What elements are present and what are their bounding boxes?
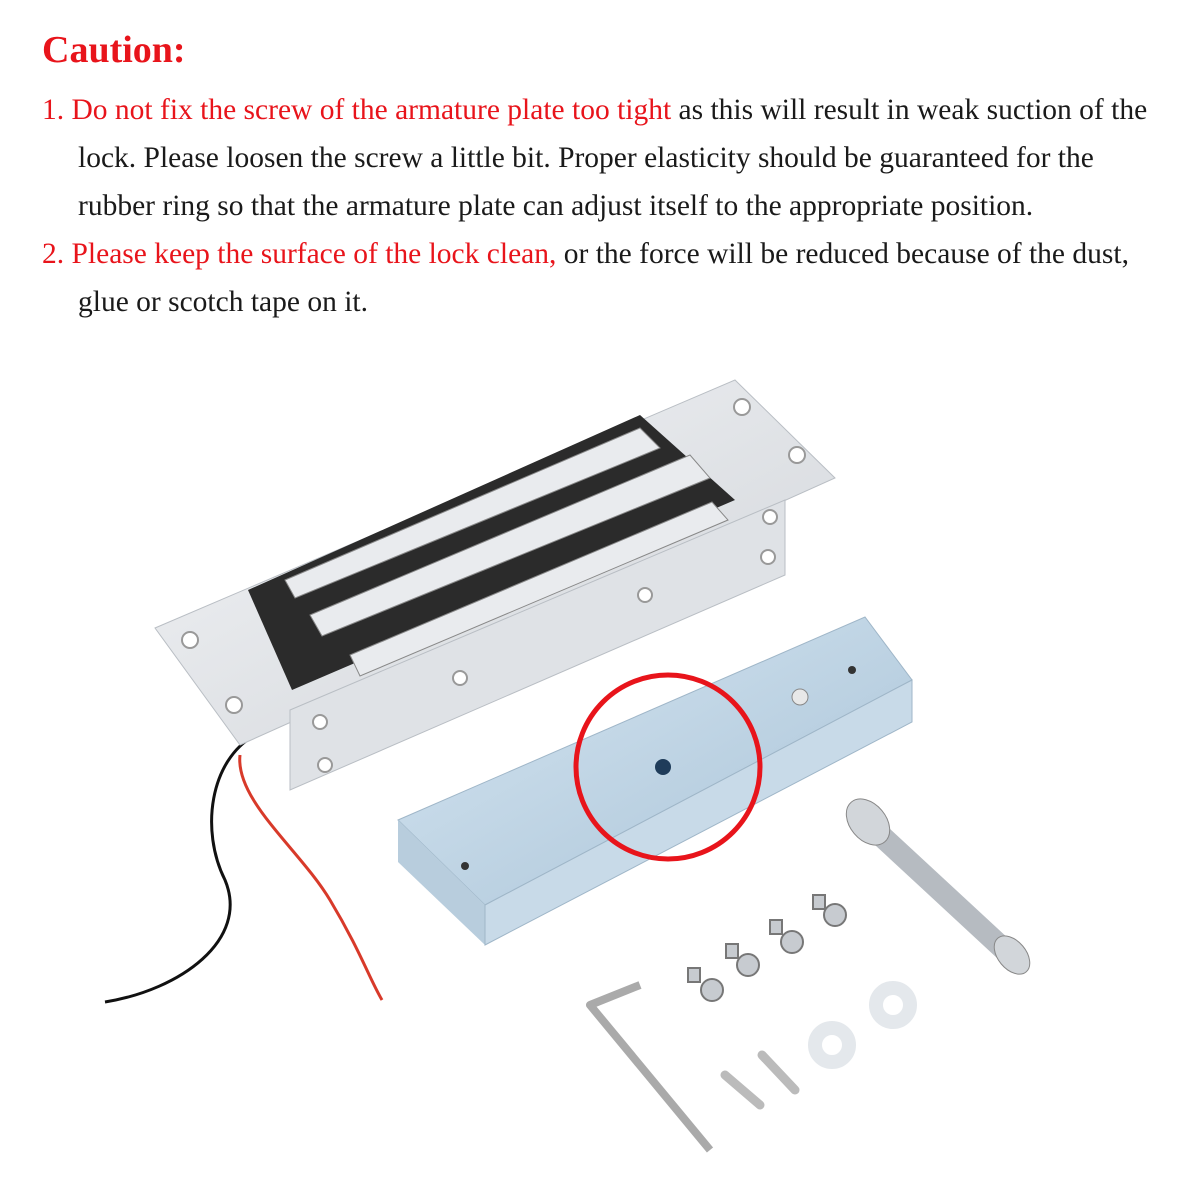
pins — [720, 1050, 800, 1110]
caution-list: 1. Do not fix the screw of the armature … — [42, 86, 1172, 326]
washers — [808, 981, 917, 1069]
bolt — [845, 798, 1031, 975]
magnetic-lock — [154, 379, 836, 791]
caution-title: Caution: — [42, 29, 186, 71]
caution-item-2-highlight: 2. Please keep the surface of the lock c… — [42, 238, 557, 270]
highlight-circle — [573, 672, 763, 862]
caution-item-1-highlight: 1. Do not fix the screw of the armature … — [42, 94, 672, 126]
wires — [104, 733, 384, 1004]
caution-item-1: 1. Do not fix the screw of the armature … — [42, 86, 1172, 230]
caution-item-2: 2. Please keep the surface of the lock c… — [42, 230, 1172, 326]
caution-item-1-text: as this will result in weak suction of t… — [78, 94, 1148, 222]
hex-key — [586, 981, 714, 1153]
screws — [687, 894, 847, 1002]
armature-plate — [397, 616, 913, 946]
caution-item-2-text: or the force will be reduced because of … — [78, 238, 1129, 318]
